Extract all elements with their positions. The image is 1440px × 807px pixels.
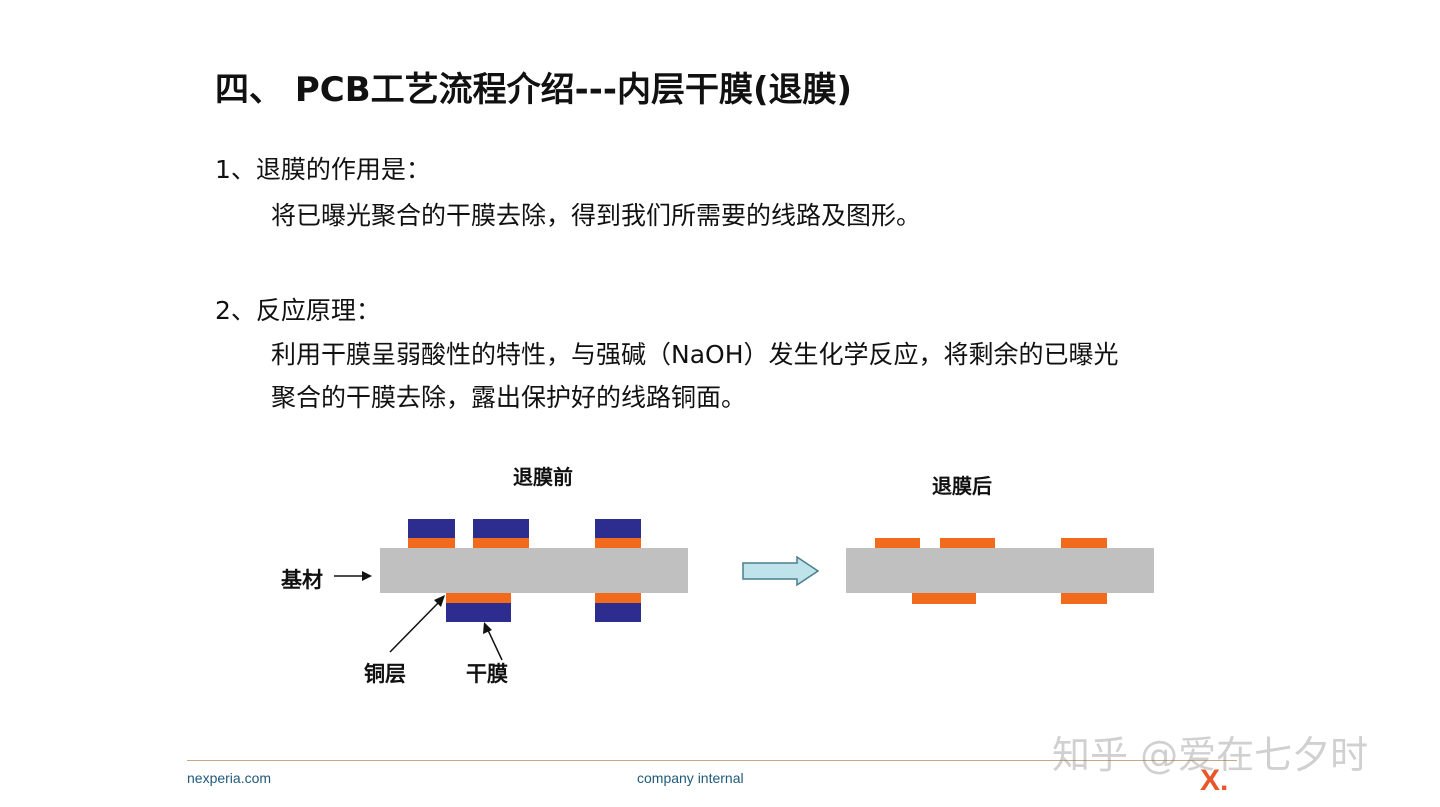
copper-label: 铜层 [364, 662, 406, 686]
before-top-copper [408, 538, 455, 548]
before-bottom-copper [446, 593, 511, 603]
process-arrow [742, 555, 820, 587]
section-2-body: 利用干膜呈弱酸性的特性，与强碱（NaOH）发生化学反应，将剩余的已曝光 聚合的干… [271, 333, 1119, 419]
before-label: 退膜前 [513, 465, 573, 489]
after-substrate [846, 548, 1154, 593]
section-1-line-1: 将已曝光聚合的干膜去除，得到我们所需要的线路及图形。 [271, 201, 922, 230]
before-bottom-film [446, 603, 511, 622]
footer-classification: company internal [637, 770, 744, 786]
before-bottom-film [595, 603, 641, 622]
before-top-film [595, 519, 641, 538]
before-top-film [473, 519, 529, 538]
film-pointer [486, 627, 503, 661]
after-top-copper [940, 538, 995, 548]
film-pointer-head [483, 622, 492, 634]
film-label: 干膜 [466, 662, 508, 686]
section-1-heading: 1、退膜的作用是： [215, 155, 431, 184]
section-2-line-2: 聚合的干膜去除，露出保护好的线路铜面。 [271, 383, 747, 412]
before-top-copper [595, 538, 641, 548]
copper-pointer-head [434, 595, 445, 607]
after-bottom-copper [912, 593, 976, 604]
slide-title: 四、 PCB工艺流程介绍---内层干膜(退膜) [215, 70, 853, 110]
after-label: 退膜后 [932, 474, 992, 498]
footer-site-link[interactable]: nexperia.com [187, 770, 272, 786]
brand-logo: X. [1200, 764, 1229, 797]
substrate-pointer-head [362, 571, 372, 581]
section-1-body: 将已曝光聚合的干膜去除，得到我们所需要的线路及图形。 [271, 194, 921, 237]
section-2-heading: 2、反应原理： [215, 296, 381, 325]
before-substrate [380, 548, 688, 593]
after-top-copper [875, 538, 920, 548]
substrate-label: 基材 [281, 568, 323, 592]
before-bottom-copper [595, 593, 641, 603]
watermark: 知乎 @爱在七夕时 [1052, 733, 1369, 777]
footer-divider [187, 760, 1237, 761]
after-bottom-copper [1061, 593, 1107, 604]
before-top-copper [473, 538, 529, 548]
before-top-film [408, 519, 455, 538]
copper-pointer [389, 599, 442, 653]
after-top-copper [1061, 538, 1107, 548]
section-2-line-1: 利用干膜呈弱酸性的特性，与强碱（NaOH）发生化学反应，将剩余的已曝光 [271, 340, 1119, 369]
